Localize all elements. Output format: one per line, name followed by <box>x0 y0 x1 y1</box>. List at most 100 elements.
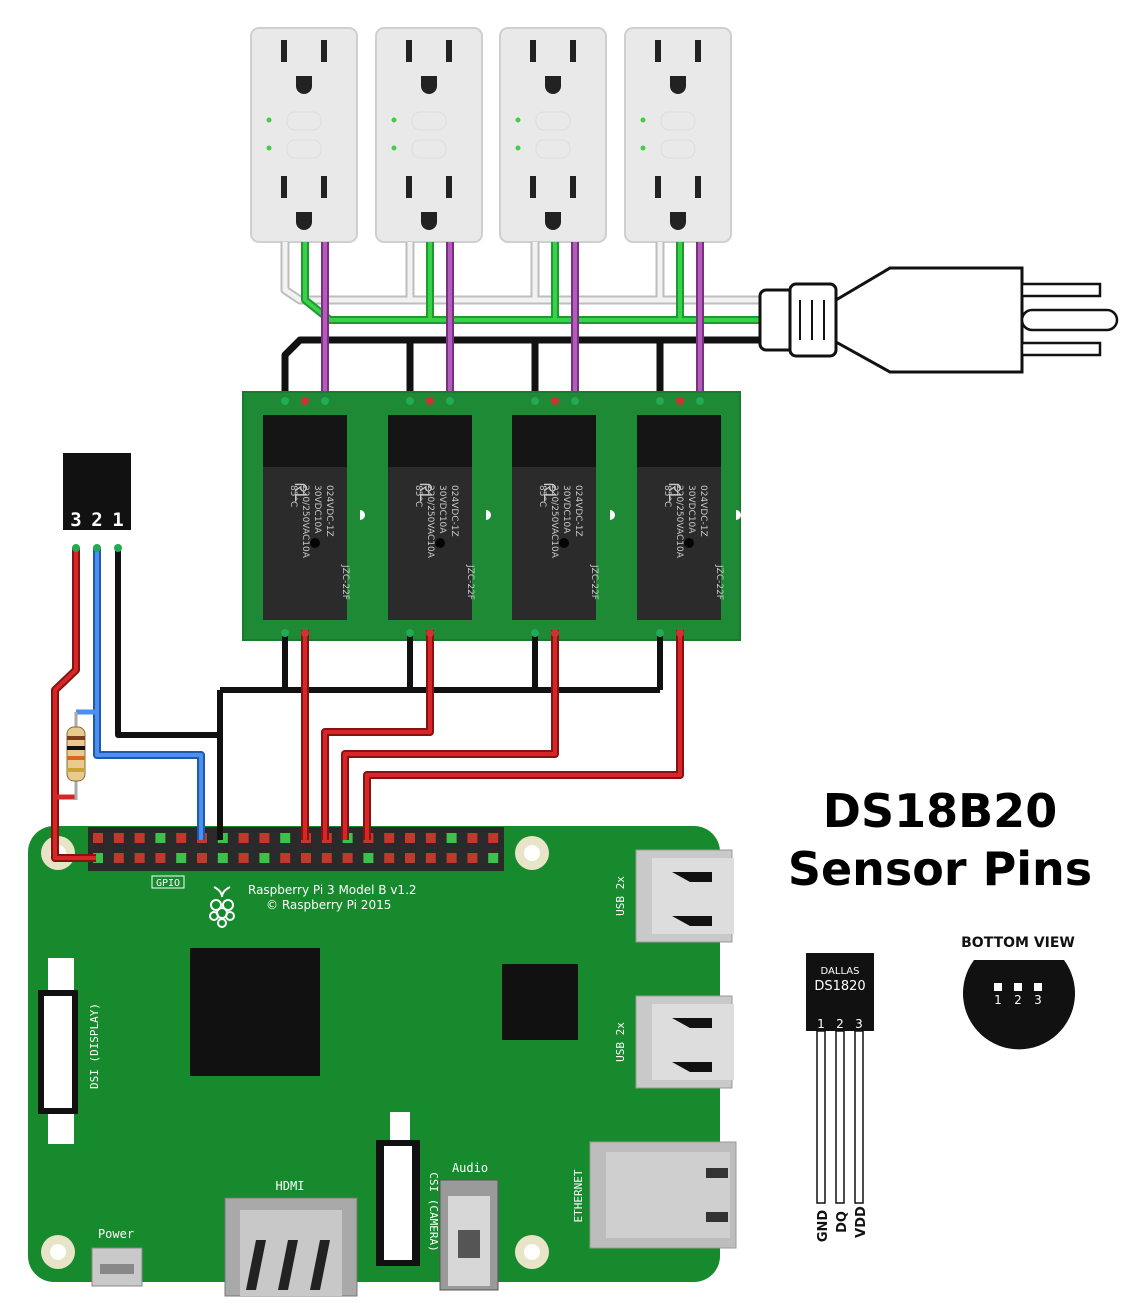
part-pin-number: 1 <box>817 1017 825 1031</box>
gpio-pin <box>342 853 353 863</box>
relay-marking: 85°C <box>413 485 423 507</box>
relay-top-pins <box>281 397 704 405</box>
gpio-pin <box>134 833 145 843</box>
outlet-4 <box>624 27 732 243</box>
usb-label: USB 2x <box>614 876 627 916</box>
relay-marking: 85°C <box>662 485 672 507</box>
gpio-pin <box>93 833 103 843</box>
dsi-connector: DSI (DISPLAY) <box>38 958 101 1144</box>
ethernet-label: ETHERNET <box>572 1169 585 1222</box>
gpio-pin <box>176 853 187 863</box>
usb-label: USB 2x <box>614 1022 627 1062</box>
gpio-label: GPIO <box>156 878 180 889</box>
outlet-3 <box>499 27 607 243</box>
soc-chip <box>190 948 320 1076</box>
relay-marking: 85°C <box>288 485 298 507</box>
power-plug <box>758 266 1119 374</box>
gpio-pin <box>217 853 228 863</box>
gpio-pin <box>155 853 166 863</box>
relay-marking: 024VDC-1Z <box>324 485 334 537</box>
part-pin-number: 2 <box>836 1017 844 1031</box>
sensor-connector: 3 2 1 <box>63 453 131 552</box>
gpio-pin <box>384 853 395 863</box>
black-wire <box>115 548 220 738</box>
gpio-pin <box>446 833 457 843</box>
bottom-pin-number: 3 <box>1034 993 1042 1007</box>
raspberry-logo-icon <box>209 886 235 928</box>
sensor-wires <box>51 548 220 862</box>
hdmi-label: HDMI <box>276 1179 305 1193</box>
relay-2: 024VDC-1Z 30VDC10A 220/250VAC10A 85°C JZ… <box>388 415 475 620</box>
gpio-pin <box>488 833 499 843</box>
ds18b20-part: DALLAS DS1820 1 2 3 GND DQ VDD <box>806 953 874 1242</box>
mounting-holes <box>41 836 549 1269</box>
relay-marking: 85°C <box>537 485 547 507</box>
part-pin-name: DQ <box>835 1211 850 1233</box>
gpio-pin <box>197 853 207 863</box>
gpio-pin <box>259 853 270 863</box>
sensor-pin-label: 3 <box>70 509 81 531</box>
relay-1: 024VDC-1Z 30VDC10A 220/250VAC10A 85°C JZ… <box>263 415 350 620</box>
blue-wire <box>93 548 205 840</box>
svg-text:ᖇᒪ: ᖇᒪ <box>416 483 435 501</box>
part-pin-number: 3 <box>855 1017 863 1031</box>
part-pin-name: GND <box>816 1210 831 1243</box>
gpio-pin <box>425 833 436 843</box>
relay-marking: 220/250VAC10A <box>300 485 310 559</box>
bottom-view-label: BOTTOM VIEW <box>961 935 1075 951</box>
relay-3: 024VDC-1Z 30VDC10A 220/250VAC10A 85°C JZ… <box>512 415 599 620</box>
usb-port-1: USB 2x <box>614 849 734 943</box>
pi-copyright-text: © Raspberry Pi 2015 <box>266 898 391 912</box>
gpio-pin <box>384 833 395 843</box>
relay-board: 024VDC-1Z 30VDC10A 220/250VAC10A 85°C JZ… <box>242 391 741 641</box>
sensor-pin-label: 1 <box>112 509 123 531</box>
relay-marking: 024VDC-1Z <box>573 485 583 537</box>
gpio-pin <box>113 833 124 843</box>
gpio-pin <box>176 833 187 843</box>
logic-wires <box>217 629 684 840</box>
relay-marking: JZC-22F <box>589 564 599 600</box>
gpio-pin <box>280 853 291 863</box>
relay-marking: 024VDC-1Z <box>449 485 459 537</box>
pullup-resistor <box>66 712 86 800</box>
outlet-row <box>250 27 732 243</box>
csi-connector: CSI (CAMERA) <box>376 1112 440 1266</box>
mains-wires <box>280 242 780 400</box>
bottom-view: BOTTOM VIEW 1 2 3 <box>961 935 1076 1050</box>
gpio-pin <box>446 853 457 863</box>
relay-marking: 30VDC10A <box>312 485 322 534</box>
raspberry-pi-board: GPIO Raspberry Pi 3 Model B v1.2 © Raspb… <box>28 826 737 1297</box>
relay-marking: 220/250VAC10A <box>674 485 684 559</box>
part-brand: DALLAS <box>821 966 860 977</box>
outlet-1 <box>250 27 358 243</box>
black-wire <box>217 630 663 840</box>
dsi-label: DSI (DISPLAY) <box>88 1003 101 1089</box>
relay-marking: 30VDC10A <box>686 485 696 534</box>
red-wire <box>321 630 434 840</box>
green-wire <box>301 242 780 324</box>
audio-jack: Audio <box>439 1161 499 1291</box>
gpio-pin <box>488 853 499 863</box>
svg-text:ᖇᒪ: ᖇᒪ <box>291 483 310 501</box>
relay-4: 024VDC-1Z 30VDC10A 220/250VAC10A 85°C JZ… <box>637 415 724 620</box>
audio-label: Audio <box>452 1161 488 1175</box>
gpio-header: GPIO <box>88 827 504 889</box>
svg-text:ᖇᒪ: ᖇᒪ <box>665 483 684 501</box>
title-line-2: Sensor Pins <box>787 842 1093 896</box>
title-line-1: DS18B20 <box>822 784 1058 838</box>
gpio-pin <box>134 853 145 863</box>
hdmi-port: HDMI <box>224 1179 358 1297</box>
usb-controller-chip <box>502 964 578 1040</box>
gpio-pin <box>238 833 249 843</box>
part-pin-name: VDD <box>854 1206 869 1238</box>
sensor-pin-label: 2 <box>91 509 102 531</box>
relay-marking: 30VDC10A <box>437 485 447 534</box>
power-label: Power <box>98 1227 134 1241</box>
gpio-pin <box>238 853 249 863</box>
bottom-pin-number: 2 <box>1014 993 1022 1007</box>
gpio-pin <box>425 853 436 863</box>
relay-marking: JZC-22F <box>340 564 350 600</box>
gpio-pin <box>467 853 478 863</box>
black-wire <box>281 336 780 400</box>
